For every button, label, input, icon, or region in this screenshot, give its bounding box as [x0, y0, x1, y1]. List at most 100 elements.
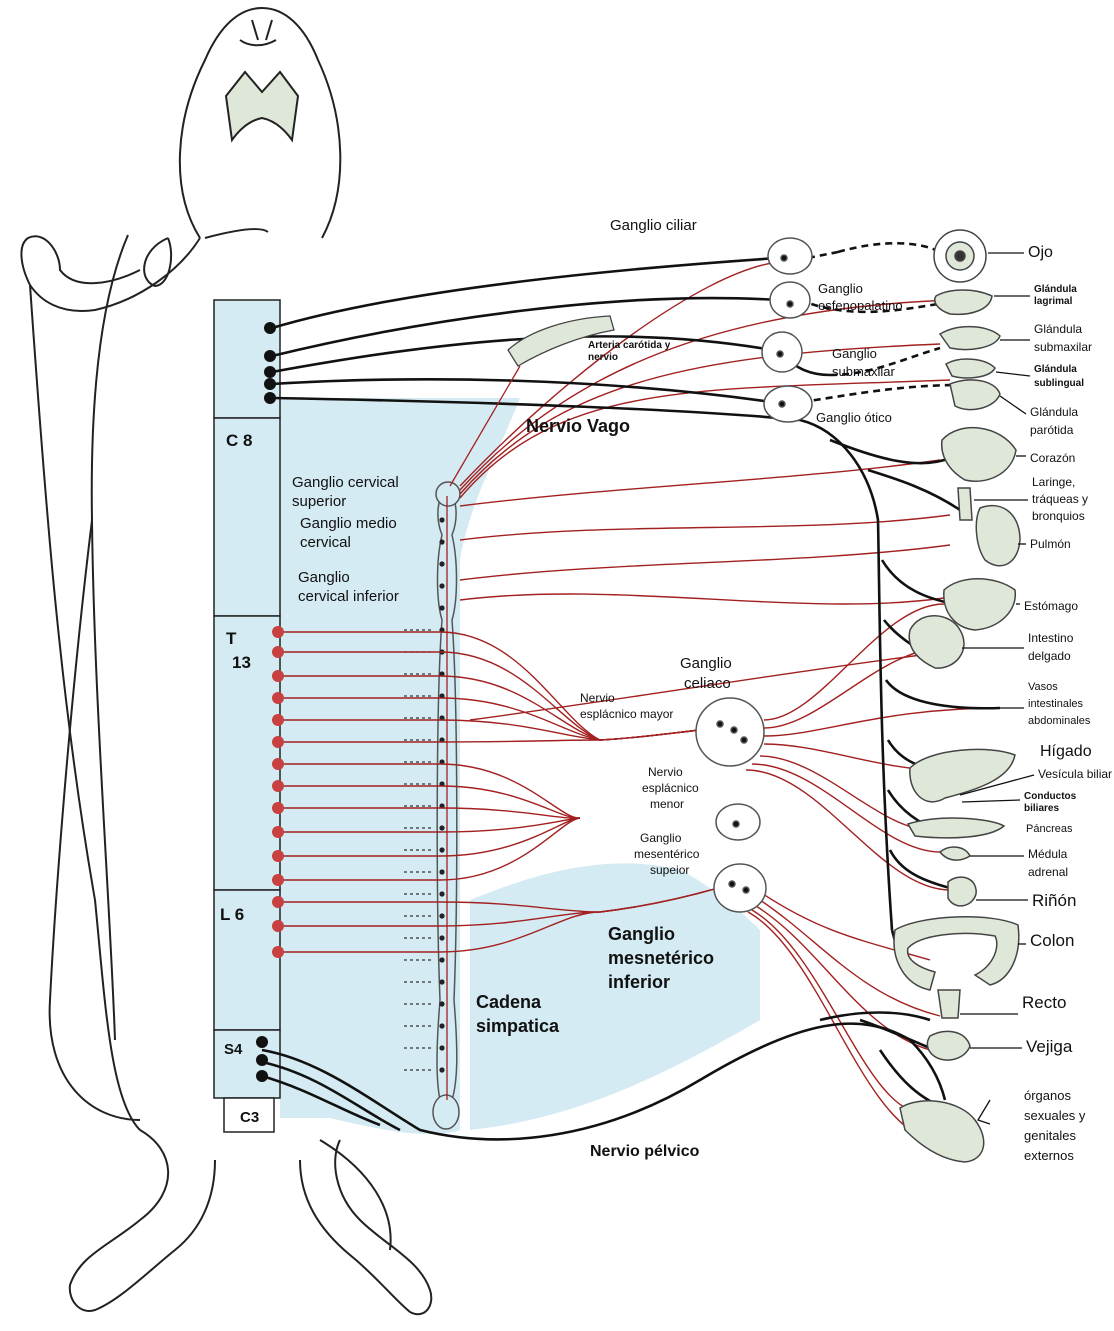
organ-sublingual	[946, 359, 995, 378]
label-vesicula: Vesícula biliar	[1038, 767, 1112, 781]
label-submax-org-1: Glándula	[1034, 322, 1082, 336]
ganglion-dot	[731, 727, 737, 733]
label-cervical-inf-2: cervical inferior	[298, 588, 399, 605]
sacral-black-node	[256, 1036, 268, 1048]
organ-lung	[976, 506, 1020, 566]
label-mes-sup-3: supeior	[650, 863, 689, 877]
label-vasos-1: Vasos	[1028, 681, 1058, 693]
ganglion-mes-inf	[714, 864, 766, 912]
label-submax-1: Ganglio	[832, 346, 877, 361]
label-genitales-2: sexuales y	[1024, 1108, 1086, 1123]
spinal-red-node	[272, 896, 284, 908]
organ-intestine	[909, 616, 964, 668]
label-mes-inf-1: Ganglio	[608, 924, 675, 944]
label-lagrimal-1: Glándula	[1034, 284, 1077, 295]
label-parotida-2: parótida	[1030, 423, 1074, 437]
leader-conductos	[962, 800, 1020, 802]
ganglion-dot	[777, 351, 783, 357]
label-vasos-2: intestinales	[1028, 698, 1084, 710]
spinal-red-node	[272, 758, 284, 770]
organ-eye-pupil	[955, 251, 965, 261]
chain-ganglion-dot	[439, 935, 444, 940]
ganglion-dot	[743, 887, 749, 893]
vago-lungs	[868, 470, 960, 510]
label-genitales-4: externos	[1024, 1148, 1074, 1163]
label-cervical-sup-2: superior	[292, 493, 346, 510]
spinal-red-node	[272, 692, 284, 704]
spinal-red-node	[272, 736, 284, 748]
rat-left-contour	[21, 236, 200, 1130]
spinal-red-node	[272, 850, 284, 862]
spinal-red-node	[272, 780, 284, 792]
label-parotida-1: Glándula	[1030, 405, 1078, 419]
chain-ganglion-dot	[439, 539, 444, 544]
chain-ganglion-dot	[439, 1045, 444, 1050]
ganglion-otico	[764, 386, 812, 422]
ganglion-dot	[741, 737, 747, 743]
label-intestino-1: Intestino	[1028, 631, 1074, 645]
label-cervical-inf-1: Ganglio	[298, 569, 350, 586]
organ-submaxilar	[940, 327, 1000, 350]
label-nervio-pelvico: Nervio pélvico	[590, 1143, 700, 1160]
spinal-red-node	[272, 646, 284, 658]
label-cervical-sup-1: Ganglio cervical	[292, 474, 399, 491]
organ-colon	[894, 917, 1019, 990]
label-laringe-3: bronquios	[1032, 509, 1085, 523]
chain-top-ganglion	[436, 482, 460, 506]
label-espl-mayor-2: esplácnico mayor	[580, 707, 673, 721]
rat-arm-loop	[144, 238, 171, 286]
organ-bladder	[927, 1031, 970, 1060]
sympathetic-organ-fiber	[460, 594, 944, 604]
label-conductos-1: Conductos	[1024, 791, 1077, 802]
ganglion-celiaco	[696, 698, 764, 766]
rat-snout-detail	[240, 20, 276, 45]
segment-t13-label: 13	[232, 653, 251, 672]
label-arteria-2: nervio	[588, 352, 618, 363]
spinal-red-node	[272, 946, 284, 958]
label-esfeno-2: esfenopalatino	[818, 298, 903, 313]
spinal-red-node	[272, 670, 284, 682]
label-vasos-3: abdominales	[1028, 715, 1091, 727]
label-lagrimal-2: lagrimal	[1034, 296, 1073, 307]
label-espl-mayor-1: Nervio	[580, 691, 615, 705]
ojo-duct	[838, 243, 944, 254]
label-estomago: Estómago	[1024, 599, 1078, 613]
label-ganglio-ciliar: Ganglio ciliar	[610, 217, 697, 234]
leader-genitales	[978, 1100, 990, 1124]
label-pancreas: Páncreas	[1026, 823, 1073, 835]
organ-heart	[942, 428, 1016, 482]
chain-ganglion-dot	[439, 979, 444, 984]
chain-ganglion-dot	[439, 869, 444, 874]
label-ojo: Ojo	[1028, 244, 1053, 261]
leader-subling	[996, 372, 1030, 376]
spinal-red-node	[272, 874, 284, 886]
chain-ganglion-dot	[439, 605, 444, 610]
label-celiaco-2: celiaco	[684, 675, 731, 692]
label-espl-menor-2: esplácnico	[642, 781, 699, 795]
ganglion-dot	[729, 881, 735, 887]
label-celiaco-1: Ganglio	[680, 655, 732, 672]
label-cervical-med-2: cervical	[300, 534, 351, 551]
mesenteric-organ-fiber	[752, 910, 910, 1110]
ganglion-dot	[779, 401, 785, 407]
ganglion-ciliar	[768, 238, 812, 274]
label-nervio-vago: Nervio Vago	[526, 416, 630, 436]
chain-bottom-ganglion	[433, 1095, 459, 1129]
ganglion-dot	[717, 721, 723, 727]
chain-ganglion-dot	[439, 891, 444, 896]
organ-trachea	[958, 488, 972, 520]
label-espl-menor-1: Nervio	[648, 765, 683, 779]
label-medula-2: adrenal	[1028, 865, 1068, 879]
label-submax-org-2: submaxilar	[1034, 340, 1092, 354]
organ-pancreas	[908, 818, 1004, 838]
pelvic-branch-vejiga	[860, 1020, 930, 1048]
rat-shoulder-line	[205, 229, 268, 238]
segment-s4-label: S4	[224, 1041, 243, 1058]
rat-teeth	[226, 72, 298, 140]
label-genitales-1: órganos	[1024, 1088, 1071, 1103]
organ-genitals	[900, 1101, 984, 1162]
organs	[894, 230, 1020, 1162]
label-intestino-2: delgado	[1028, 649, 1071, 663]
segment-c3-label: C3	[240, 1109, 259, 1126]
